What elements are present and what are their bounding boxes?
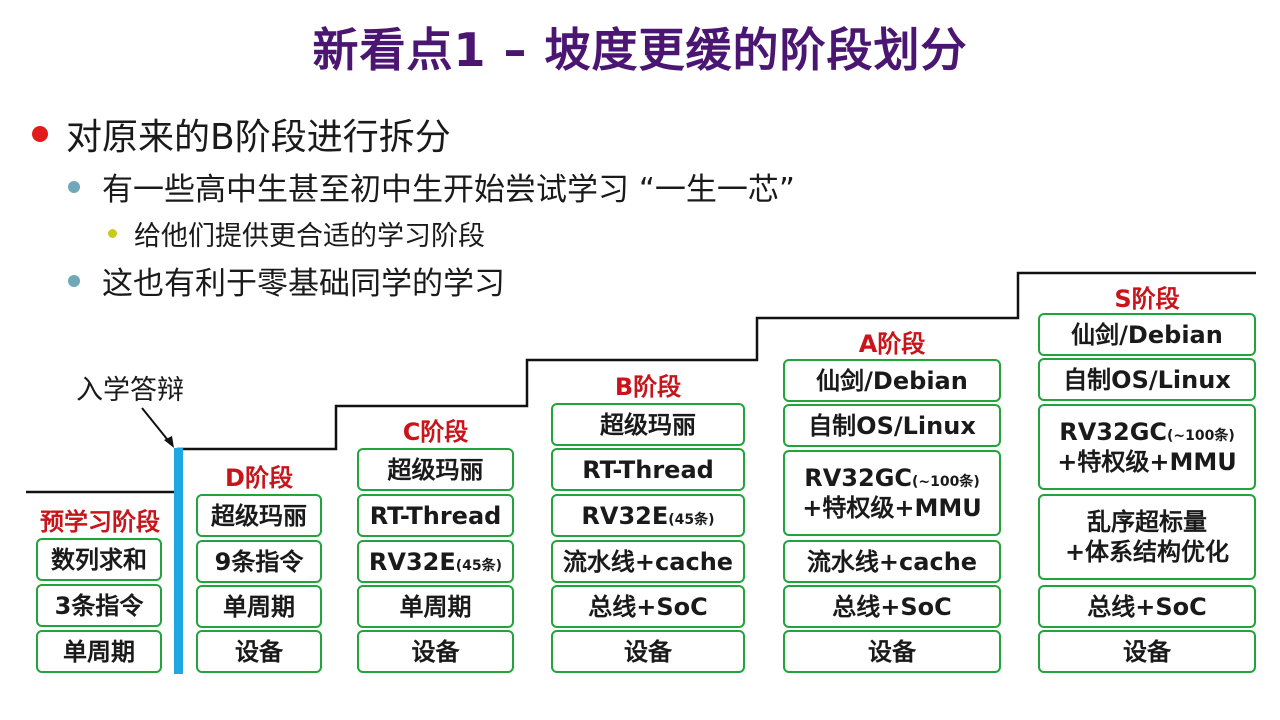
- stage-item: 自制OS/Linux: [1038, 358, 1256, 401]
- stage-item: 总线+SoC: [551, 585, 745, 628]
- stage-item: 流水线+cache: [783, 540, 1001, 583]
- page-title: 新看点1 – 坡度更缓的阶段划分: [312, 23, 968, 77]
- stage-label-pre: 预学习阶段: [40, 508, 160, 536]
- stage-item: 单周期: [196, 585, 322, 628]
- stage-item: 仙剑/Debian: [1038, 313, 1256, 356]
- stage-item: 9条指令: [196, 540, 322, 583]
- stage-item: 设备: [551, 630, 745, 673]
- stage-label-d: D阶段: [225, 464, 293, 492]
- stage-label-s: S阶段: [1114, 285, 1180, 313]
- bullet-level2: 这也有利于零基础同学的学习: [68, 258, 505, 303]
- stage-item: 乱序超标量 +体系结构优化: [1038, 494, 1256, 580]
- stage-item: 流水线+cache: [551, 540, 745, 583]
- teal-bullet-icon: [68, 180, 80, 193]
- bullet-level1: 对原来的B阶段进行拆分: [32, 108, 451, 160]
- bullet-level3: 给他们提供更合适的学习阶段: [108, 214, 485, 253]
- bullet-text: 这也有利于零基础同学的学习: [102, 266, 505, 302]
- red-bullet-icon: [32, 126, 48, 142]
- stage-item: 超级玛丽: [196, 494, 322, 537]
- stage-label-a: A阶段: [858, 330, 926, 358]
- yellow-bullet-icon: [108, 229, 117, 238]
- stage-item: 超级玛丽: [551, 403, 745, 446]
- stage-item: RV32E(45条): [357, 540, 514, 583]
- stage-label-b: B阶段: [614, 373, 682, 401]
- stage-item: 设备: [357, 630, 514, 673]
- stage-item: 单周期: [36, 630, 162, 673]
- stage-item: RV32GC(~100条) +特权级+MMU: [1038, 404, 1256, 490]
- arrow-head-icon: [164, 436, 174, 448]
- stage-item: 数列求和: [36, 538, 162, 581]
- stage-item: 超级玛丽: [357, 448, 514, 491]
- stage-item: 单周期: [357, 585, 514, 628]
- stage-item: 3条指令: [36, 584, 162, 627]
- stage-item: 仙剑/Debian: [783, 359, 1001, 402]
- stage-item: 自制OS/Linux: [783, 404, 1001, 447]
- bullet-level2: 有一些高中生甚至初中生开始尝试学习 “一生一芯”: [68, 164, 795, 209]
- entrance-divider: [174, 448, 183, 674]
- annotation-arrow: [141, 407, 172, 445]
- stage-item: 总线+SoC: [1038, 585, 1256, 628]
- bullet-text: 对原来的B阶段进行拆分: [66, 117, 451, 158]
- stage-item: 设备: [196, 630, 322, 673]
- annotation-label: 入学答辩: [76, 375, 184, 406]
- stage-item: 总线+SoC: [783, 585, 1001, 628]
- teal-bullet-icon: [68, 274, 80, 287]
- stage-item: RV32GC(~100条) +特权级+MMU: [783, 450, 1001, 536]
- stage-item: 设备: [783, 630, 1001, 673]
- bullet-text: 有一些高中生甚至初中生开始尝试学习 “一生一芯”: [102, 172, 795, 208]
- bullet-text: 给他们提供更合适的学习阶段: [134, 221, 485, 252]
- stage-item: RT-Thread: [357, 494, 514, 537]
- stage-label-c: C阶段: [402, 418, 469, 446]
- stage-item: RV32E(45条): [551, 494, 745, 537]
- stage-item: RT-Thread: [551, 448, 745, 491]
- stage-item: 设备: [1038, 630, 1256, 673]
